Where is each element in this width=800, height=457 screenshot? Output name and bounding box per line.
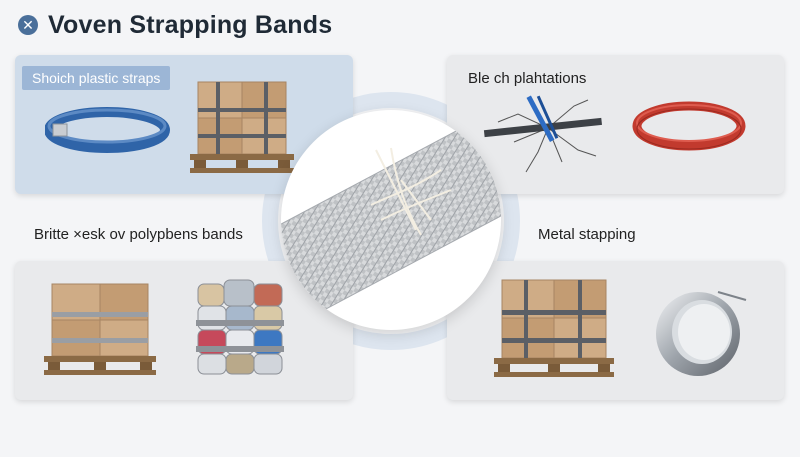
header: ✕ Voven Strapping Bands [18,9,332,41]
pallet-boxes-image-3 [494,279,614,377]
panel-label-applications: Ble ch plahtations [468,70,587,87]
pallet-boxes-image [190,81,294,173]
bundled-sacks-image [196,279,284,375]
pallet-boxes-image-2 [44,283,156,375]
woven-band-circle [281,110,501,330]
panel-label-plastic-straps: Shoich plastic straps [22,66,171,90]
panel-label-polypropylene: Britte ×esk ov polypbens bands [34,226,243,243]
close-icon[interactable]: ✕ [18,15,38,35]
woven-band-image [281,124,501,316]
panel-label-metal: Metal stapping [538,226,636,243]
red-coil-image [632,101,746,151]
blue-strap-image [45,107,170,153]
panel-applications[interactable] [447,55,784,194]
cracked-bar-image [483,95,602,173]
page-title: Voven Strapping Bands [48,10,333,39]
metal-coil-image [656,291,747,376]
